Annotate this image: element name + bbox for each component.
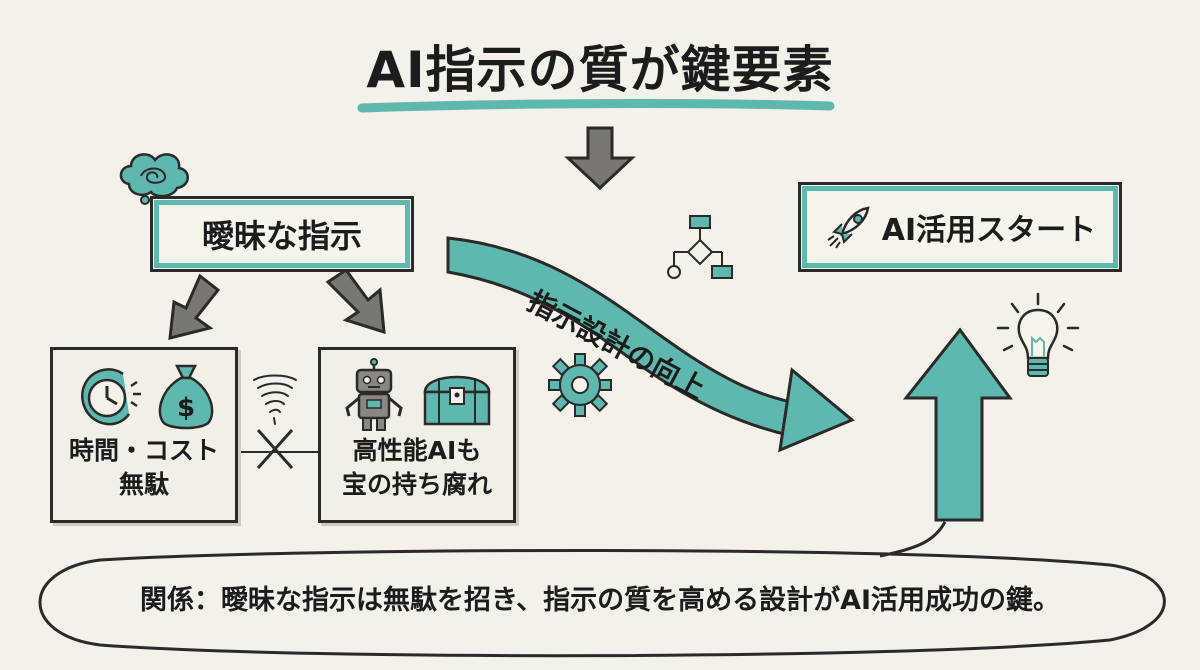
gear-icon [548,353,612,417]
vague-instruction-label: 曖昧な指示 [201,217,362,255]
wasted-ai-panel: 高性能AIも 宝の持ち腐れ [318,347,516,523]
lightbulb-icon [996,292,1080,377]
rocket-icon [827,206,870,249]
robot-icon [345,358,403,431]
waste-panel-text: 時間・コスト 無駄 [53,434,235,502]
waste-panel: $ 時間・コスト 無駄 [50,347,238,523]
ai-start-label: AI活用スタート [881,213,1097,248]
treasure-chest-icon [423,375,491,426]
ai-start-box: AI活用スタート [798,182,1122,272]
wasted-ai-panel-text: 高性能AIも 宝の持ち腐れ [321,434,513,502]
wasted-ai-line-1: 高性能AIも [352,436,482,465]
page-title: AI指示の質が鍵要素 [366,41,834,99]
money-bag-icon: $ [158,364,214,430]
tornado-icon [253,374,297,425]
curved-teal-arrow [446,236,855,453]
waste-line-2: 無駄 [118,470,169,499]
svg-text:$: $ [177,393,195,423]
up-teal-arrow [902,327,1013,522]
wasted-ai-line-2: 宝の持ち腐れ [341,470,492,499]
arrow-to-left-panel [168,273,221,340]
waste-line-1: 時間・コスト [68,436,219,465]
vague-instruction-box: 曖昧な指示 [150,196,414,272]
arrow-to-right-panel [325,267,386,335]
title-underline [357,99,835,113]
down-arrow-title [564,126,636,191]
relation-text: 関係：曖昧な指示は無駄を招き、指示の質を高める設計がAI活用成功の鍵。 [139,585,1061,616]
clock-icon [81,368,141,426]
broken-link [232,428,318,470]
thought-cloud-icon [119,153,189,210]
flowchart-icon [667,215,733,279]
relation-bubble [38,521,1166,658]
